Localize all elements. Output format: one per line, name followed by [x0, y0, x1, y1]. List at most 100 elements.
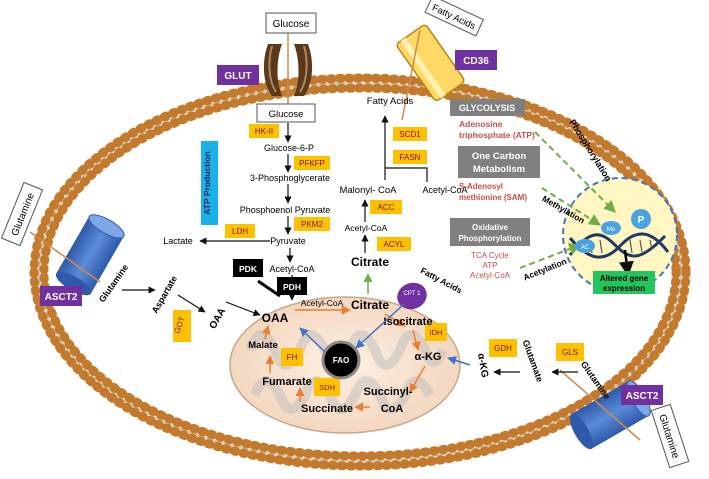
- asct2-left-label: ASCT2: [40, 286, 82, 306]
- one-carbon-legend: One Carbon Metabolism S-Adenosyl methion…: [458, 146, 540, 202]
- svg-text:methionine (SAM): methionine (SAM): [459, 193, 527, 202]
- 3-phosphoglycerate-label: 3-Phosphoglycerate: [250, 173, 330, 183]
- svg-text:GLS: GLS: [562, 348, 578, 357]
- gdh-enzyme: GDH: [489, 339, 517, 357]
- tca-coa-label: CoA: [381, 403, 404, 415]
- svg-text:One Carbon: One Carbon: [472, 151, 527, 162]
- svg-text:PDH: PDH: [283, 282, 301, 292]
- asct2-left-transporter: [55, 214, 125, 296]
- svg-text:PFKFP: PFKFP: [299, 159, 325, 168]
- svg-text:Glucose: Glucose: [269, 109, 304, 120]
- pkm2-enzyme: PKM2: [294, 217, 330, 231]
- phosphate-marker: P: [631, 209, 651, 229]
- citrate-cyto-label: Citrate: [351, 255, 389, 269]
- svg-text:IDH: IDH: [430, 328, 443, 337]
- svg-text:Glucose: Glucose: [273, 19, 310, 30]
- oxphos-legend: Oxidative Phosphorylation TCA Cycle ATP …: [450, 218, 530, 280]
- scd1-enzyme: SCD1: [393, 127, 427, 141]
- svg-text:Metabolism: Metabolism: [473, 164, 525, 175]
- idh-enzyme: IDH: [425, 323, 447, 341]
- svg-text:AC: AC: [581, 245, 590, 251]
- acetyl-coa-cyto-label: Acetyl-CoA: [269, 264, 314, 274]
- svg-text:P: P: [638, 215, 645, 226]
- tca-oaa-label: OAA: [262, 311, 289, 325]
- tca-akg-label: α-KG: [415, 351, 442, 363]
- glut-transporter: [263, 44, 313, 96]
- svg-text:FH: FH: [287, 353, 298, 362]
- methyl-marker: Me: [601, 221, 621, 235]
- svg-text:S-Adenosyl: S-Adenosyl: [459, 182, 503, 191]
- nucleus: [562, 177, 678, 293]
- sdh-enzyme: SDH: [314, 378, 340, 396]
- phosphorylation-label: Phosphorylation: [567, 118, 613, 184]
- acyl-enzyme: ACYL: [377, 237, 411, 251]
- svg-text:PDK: PDK: [239, 264, 258, 274]
- aspartate-label: Aspartate: [150, 274, 179, 315]
- acetyl-coa-right-label: Acetyl-CoA: [422, 185, 467, 195]
- altered-gene-expression-box: Altered gene expression: [593, 271, 655, 294]
- svg-text:ASCT2: ASCT2: [626, 391, 659, 402]
- cpt1-transporter: CPT 1: [397, 282, 427, 310]
- svg-text:ATP Production: ATP Production: [202, 151, 212, 214]
- tca-acetyl-coa-label: Acetyl-CoA: [301, 298, 344, 308]
- tca-citrate-label: Citrate: [351, 298, 389, 312]
- svg-text:Altered gene: Altered gene: [600, 274, 649, 283]
- fh-enzyme: FH: [281, 348, 303, 366]
- got-enzyme: GOT: [172, 310, 191, 342]
- svg-text:Adenosine: Adenosine: [459, 119, 503, 129]
- pfkfp-enzyme: PFKFP: [294, 156, 330, 170]
- svg-text:Acetyl-CoA: Acetyl-CoA: [470, 271, 511, 280]
- svg-text:HK-II: HK-II: [255, 127, 273, 136]
- svg-text:LDH: LDH: [232, 227, 248, 236]
- glucose-6-p-label: Glucose-6-P: [264, 143, 314, 153]
- oaa-left-label: OAA: [208, 306, 229, 331]
- svg-text:Me: Me: [607, 227, 616, 233]
- pdk-box: PDK: [233, 259, 263, 277]
- svg-text:PKM2: PKM2: [301, 220, 323, 229]
- phosphoenol-pyruvate-label: Phosphoenol Pyruvate: [240, 205, 331, 215]
- tca-isocitrate-label: Isocitrate: [384, 316, 433, 328]
- svg-text:ACYL: ACYL: [384, 240, 405, 249]
- acetylation-label: Acetylation: [522, 256, 568, 282]
- glut-label: GLUT: [217, 65, 259, 85]
- pyruvate-label: Pyruvate: [270, 236, 306, 246]
- atp-production-bar: ATP Production: [201, 141, 218, 225]
- svg-text:GLYCOLYSIS: GLYCOLYSIS: [459, 103, 515, 113]
- tca-malate-label: Malate: [248, 340, 278, 351]
- svg-text:CD36: CD36: [463, 56, 489, 67]
- svg-text:GDH: GDH: [494, 344, 512, 353]
- svg-text:Oxidative: Oxidative: [472, 223, 509, 232]
- cd36-label: CD36: [455, 50, 497, 70]
- svg-text:Phosphorylation: Phosphorylation: [458, 234, 521, 243]
- malonyl-coa-label: Malonyl- CoA: [339, 185, 397, 196]
- glycolysis-legend: GLYCOLYSIS Adenosine triphosphate (ATP): [450, 99, 535, 140]
- svg-text:CPT 1: CPT 1: [404, 291, 422, 297]
- fao-node: FAO: [321, 340, 361, 380]
- svg-text:TCA Cycle: TCA Cycle: [471, 251, 509, 260]
- svg-text:ASCT2: ASCT2: [45, 292, 78, 303]
- fatty-acids-top-label: Fatty Acids: [367, 96, 414, 107]
- svg-text:GLUT: GLUT: [224, 71, 251, 82]
- svg-text:FASN: FASN: [400, 153, 421, 162]
- ldh-enzyme: LDH: [225, 224, 255, 238]
- tca-fumarate-label: Fumarate: [262, 376, 312, 388]
- cell-membrane: [29, 73, 691, 471]
- svg-text:FAO: FAO: [333, 356, 349, 365]
- acetyl-marker: AC: [575, 239, 595, 253]
- svg-text:expression: expression: [603, 284, 645, 293]
- gls-enzyme: GLS: [556, 343, 584, 361]
- acetyl-coa-mid-label: Acetyl-CoA: [345, 223, 388, 233]
- fasn-enzyme: FASN: [393, 150, 427, 164]
- svg-text:SDH: SDH: [319, 383, 335, 392]
- cd36-transporter: [396, 24, 465, 101]
- glucose-inner-box: Glucose: [256, 103, 316, 123]
- svg-text:triphosphate (ATP): triphosphate (ATP): [459, 130, 535, 140]
- pdh-box: PDH: [277, 277, 307, 295]
- glutamine-right-box: Glutamine: [650, 403, 690, 469]
- glucose-input-box: Glucose: [265, 12, 317, 34]
- tca-succinate-label: Succinate: [301, 403, 353, 415]
- svg-text:ACC: ACC: [378, 203, 395, 212]
- svg-text:ATP: ATP: [483, 261, 498, 270]
- asct2-right-label: ASCT2: [621, 385, 663, 405]
